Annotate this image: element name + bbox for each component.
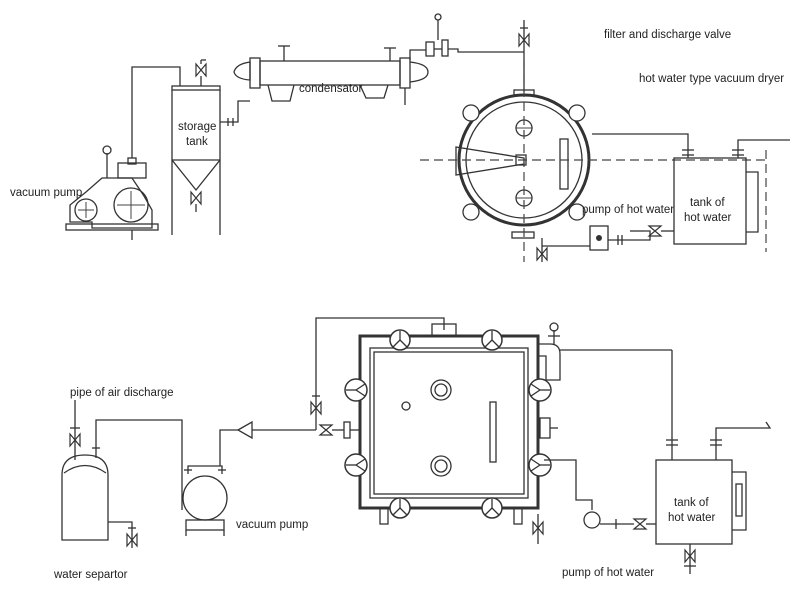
top-hot-water-tank: tank of hot water [673,150,767,252]
storage-tank: storage tank [171,85,221,235]
condensator-label: condensator [299,83,362,95]
bottom-tank-label-2: hot water [668,512,715,524]
bottom-tank-label-1: tank of [674,497,709,509]
storage-tank-label-1: storage [178,121,216,133]
water-separator-label: water separtor [53,569,128,581]
storage-tank-label-2: tank [186,136,208,148]
bottom-hot-water-pump [583,511,656,530]
dryer-type-label: hot water type vacuum dryer [639,73,784,85]
bottom-system: pipe of air discharge water separtor vac… [53,317,772,581]
condensator: condensator [233,45,429,105]
top-vacuum-pump [65,157,159,240]
top-vacuum-dryer [420,60,770,262]
top-tank-label-2: hot water [684,212,731,224]
top-vacuum-pump-label: vacuum pump [10,187,82,199]
top-hot-water-pump [589,225,674,251]
bottom-vacuum-pump-label: vacuum pump [236,519,308,531]
bottom-vacuum-pump [182,465,228,536]
air-discharge-label: pipe of air discharge [70,387,174,399]
top-system: storage tank vacuum pump condensator [10,13,790,262]
bottom-hot-water-tank: tank of hot water [655,459,747,574]
top-tank-label-1: tank of [690,197,725,209]
filter-valve-label: filter and discharge valve [604,29,731,41]
bottom-vacuum-dryer [344,323,558,525]
water-separator [61,400,138,548]
bottom-pump-label: pump of hot water [562,567,654,579]
top-pump-label: pump of hot water [582,204,674,216]
